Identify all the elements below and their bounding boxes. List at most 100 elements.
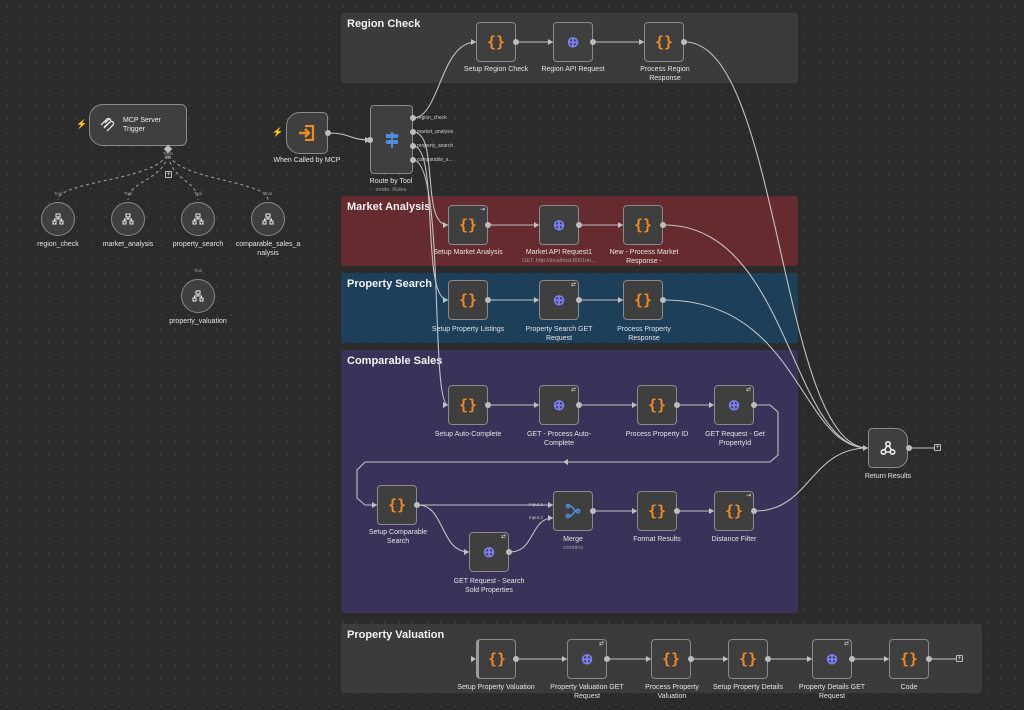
router-output-label: region_check [417, 115, 447, 121]
group-title: Region Check [347, 18, 421, 30]
group-title: Property Search [347, 278, 432, 290]
process-property-id-node[interactable]: {} [637, 385, 677, 425]
code-icon: {} [633, 215, 653, 234]
workflow-icon [52, 213, 64, 225]
output-port[interactable] [485, 222, 491, 228]
get-request-get-propertyid-node[interactable]: ⊕⇄ [714, 385, 754, 425]
setup-property-listings-node[interactable]: {} [448, 280, 488, 320]
router-output-port[interactable] [410, 143, 416, 149]
get-process-auto-complete-node[interactable]: ⊕⇄ [539, 385, 579, 425]
setup-property-details-node[interactable]: {} [728, 639, 768, 679]
output-port[interactable] [681, 39, 687, 45]
output-port[interactable] [751, 508, 757, 514]
distance-filter-node[interactable]: {}⇥ [714, 491, 754, 531]
output-port[interactable] [751, 402, 757, 408]
tool-property-valuation[interactable] [181, 279, 215, 313]
router-input-port[interactable] [367, 137, 373, 143]
router-output-port[interactable] [410, 115, 416, 121]
workflow-icon [122, 213, 134, 225]
router-output-port[interactable] [410, 157, 416, 163]
mcp-server-trigger-node[interactable]: MCP Server Trigger [89, 104, 187, 146]
node-label: Distance Filter [711, 536, 757, 543]
output-port[interactable] [604, 656, 610, 662]
process-property-valuation-node[interactable]: {} [651, 639, 691, 679]
tool-tag: Tool [123, 191, 133, 196]
signpost-icon [384, 131, 399, 148]
tool-market-analysis[interactable] [111, 202, 145, 236]
node-label: Return Results [864, 473, 912, 480]
router-output-label: comparable_s... [417, 157, 453, 163]
output-port[interactable] [590, 508, 596, 514]
setup-region-check-node[interactable]: {} [476, 22, 516, 62]
output-port[interactable] [485, 402, 491, 408]
output-port[interactable] [906, 445, 912, 451]
output-port[interactable] [590, 39, 596, 45]
route-by-tool-node[interactable] [370, 105, 413, 174]
region-api-request-node[interactable]: ⊕ [553, 22, 593, 62]
tool-region-check[interactable] [41, 202, 75, 236]
node-label: property_valuation [169, 318, 227, 325]
globe-icon: ⊕ [552, 396, 566, 414]
output-port[interactable] [325, 130, 331, 136]
node-label: Route by Tool [369, 178, 413, 185]
code-icon: {} [647, 395, 667, 414]
tool-property-search[interactable] [181, 202, 215, 236]
node-label: Setup Comparable Search [368, 529, 428, 545]
output-port[interactable] [506, 549, 512, 555]
output-port[interactable] [660, 297, 666, 303]
tool-comparable-sales-analysis[interactable] [251, 202, 285, 236]
add-node-button[interactable]: + [934, 444, 941, 451]
node-label: Process Region Response [640, 66, 690, 82]
node-label: GET Request - Get PropertyId [705, 431, 765, 447]
property-valuation-get-request-node[interactable]: ⊕⇄ [567, 639, 607, 679]
output-port[interactable] [765, 656, 771, 662]
code-icon: {} [738, 649, 758, 668]
code-icon: {} [654, 32, 674, 51]
process-region-response-node[interactable]: {} [644, 22, 684, 62]
globe-icon: ⊕ [825, 650, 839, 668]
output-port[interactable] [513, 39, 519, 45]
node-subtitle: mode: Rules [375, 187, 407, 193]
process-property-response-node[interactable]: {} [623, 280, 663, 320]
output-port[interactable] [688, 656, 694, 662]
setup-market-analysis-node[interactable]: {}⇥ [448, 205, 488, 245]
output-port[interactable] [513, 656, 519, 662]
output-port[interactable] [414, 502, 420, 508]
node-label: Format Results [633, 536, 681, 543]
router-output-port[interactable] [410, 129, 416, 135]
get-request-search-sold-node[interactable]: ⊕⇄ [469, 532, 509, 572]
output-port[interactable] [926, 656, 932, 662]
setup-auto-complete-node[interactable]: {} [448, 385, 488, 425]
add-node-button[interactable]: + [956, 655, 963, 662]
property-search-get-request-node[interactable]: ⊕⇄ [539, 280, 579, 320]
format-results-node[interactable]: {} [637, 491, 677, 531]
merge-node[interactable] [553, 491, 593, 531]
globe-icon: ⊕ [552, 291, 566, 309]
output-port[interactable] [849, 656, 855, 662]
output-port[interactable] [660, 222, 666, 228]
node-label: Process Property ID [625, 431, 689, 438]
output-port[interactable] [674, 508, 680, 514]
add-tool-button[interactable]: + [165, 171, 172, 178]
market-api-request1-node[interactable]: ⊕ [539, 205, 579, 245]
output-port[interactable] [576, 222, 582, 228]
code-icon: {} [487, 649, 507, 668]
merge-input-label: Input 1 [529, 502, 543, 507]
property-details-get-request-node[interactable]: ⊕⇄ [812, 639, 852, 679]
output-port[interactable] [485, 297, 491, 303]
setup-property-valuation-node[interactable]: {} [476, 639, 516, 679]
code-icon: {} [661, 649, 681, 668]
output-port[interactable] [576, 297, 582, 303]
when-called-by-mcp-node[interactable] [286, 112, 328, 154]
node-label: Setup Auto-Complete [434, 431, 502, 438]
node-label: Setup Market Analysis [433, 249, 503, 256]
node-label: GET Request - Search Sold Properties [453, 578, 525, 594]
output-port[interactable] [674, 402, 680, 408]
setup-comparable-search-node[interactable]: {} [377, 485, 417, 525]
globe-icon: ⊕ [482, 543, 496, 561]
output-port[interactable] [576, 402, 582, 408]
return-results-node[interactable] [868, 428, 908, 468]
new-process-market-response-node[interactable]: {} [623, 205, 663, 245]
globe-icon: ⊕ [727, 396, 741, 414]
code-node[interactable]: {} [889, 639, 929, 679]
